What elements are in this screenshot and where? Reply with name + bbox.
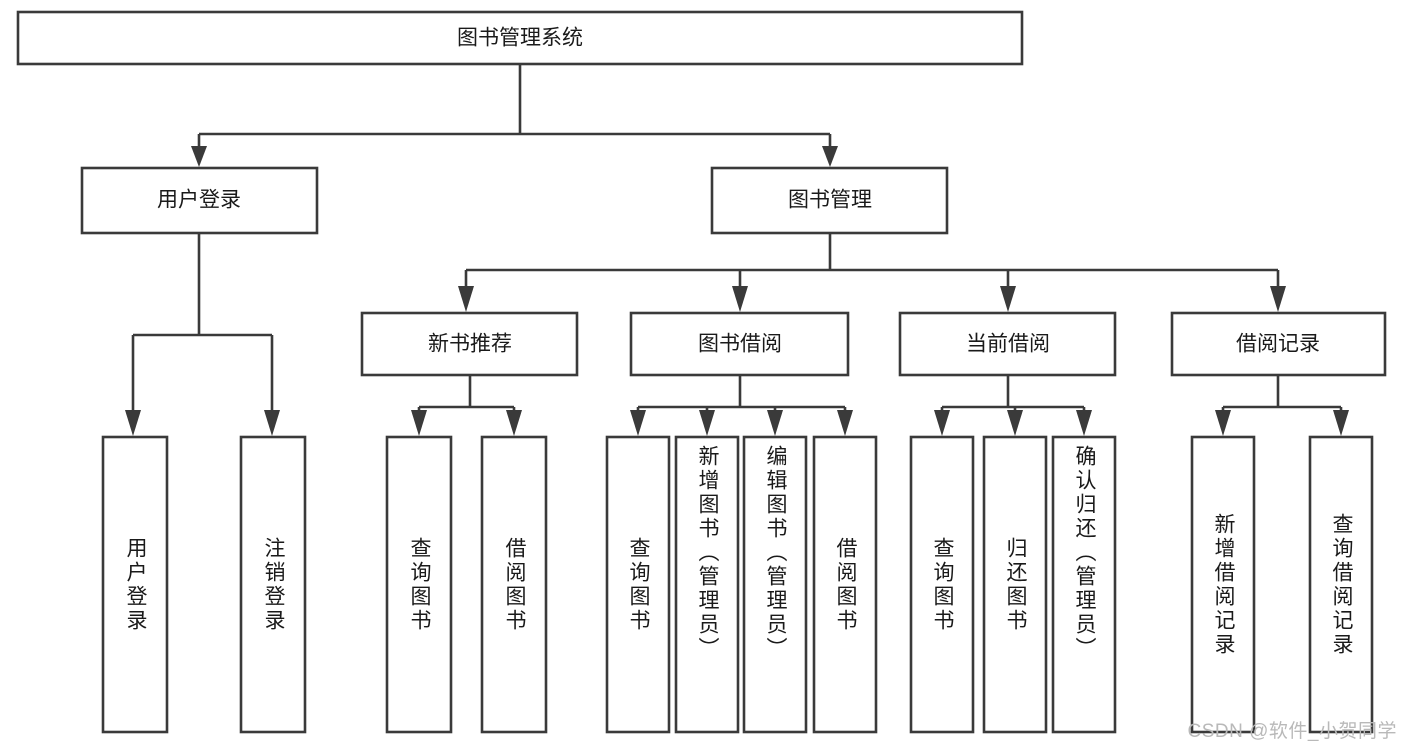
connector-group-current-borrow xyxy=(934,375,1092,436)
node-current-borrow-box[interactable] xyxy=(898,311,1117,377)
arrow-head-leaf-borrow-book xyxy=(837,410,853,436)
node-root-label: 图书管理系统 xyxy=(457,27,583,50)
csdn-watermark: CSDN @软件_小贺同学 xyxy=(1187,721,1397,742)
connector-group-new-book-recommend xyxy=(411,375,522,436)
arrow-head-leaf-query-borrow-record xyxy=(1333,410,1349,436)
leaf-boxes xyxy=(101,435,1374,734)
arrow-head-book-mgmt xyxy=(822,146,838,167)
node-borrow-records-box[interactable] xyxy=(1170,311,1387,377)
node-new-book-recommend-box[interactable] xyxy=(360,311,579,377)
node-book-management-label: 图书管理 xyxy=(788,189,872,212)
arrow-head-leaf-add-book xyxy=(699,410,715,436)
connector-group-borrow-records xyxy=(1215,375,1349,436)
node-book-management[interactable]: 图书管理 xyxy=(710,166,949,235)
arrow-head-user-login xyxy=(191,146,207,167)
node-current-borrow-label: 当前借阅 xyxy=(966,333,1050,356)
arrow-head-leaf-query-book-borrow xyxy=(630,410,646,436)
node-user-login-box[interactable] xyxy=(80,166,319,235)
arrow-head-leaf-confirm-return xyxy=(1076,410,1092,436)
node-book-management-box[interactable] xyxy=(710,166,949,235)
node-new-book-recommend-label: 新书推荐 xyxy=(428,333,512,356)
connector-group-user-login xyxy=(125,233,280,436)
node-root-box[interactable] xyxy=(16,10,1024,66)
arrow-head-leaf-query-book-rec xyxy=(411,410,427,436)
node-leaf-confirm-return-box[interactable] xyxy=(1051,435,1117,734)
node-leaf-add-borrow-record-box[interactable] xyxy=(1190,435,1256,734)
arrow-head-leaf-add-borrow-record xyxy=(1215,410,1231,436)
arrow-head-leaf-borrow-book-rec xyxy=(506,410,522,436)
connector-group-root xyxy=(191,64,838,167)
node-book-borrow[interactable]: 图书借阅 xyxy=(629,311,850,377)
node-leaf-query-book-borrow-box[interactable] xyxy=(605,435,671,734)
node-leaf-query-book-rec-box[interactable] xyxy=(385,435,453,734)
node-leaf-add-book-box[interactable] xyxy=(674,435,740,734)
node-leaf-user-login-box[interactable] xyxy=(101,435,169,734)
node-leaf-borrow-book-box[interactable] xyxy=(812,435,878,734)
node-leaf-user-logout-box[interactable] xyxy=(239,435,307,734)
node-new-book-recommend[interactable]: 新书推荐 xyxy=(360,311,579,377)
node-user-login[interactable]: 用户登录 xyxy=(80,166,319,235)
node-current-borrow[interactable]: 当前借阅 xyxy=(898,311,1117,377)
arrow-head-borrow-records xyxy=(1270,286,1286,312)
arrow-head-current-borrow xyxy=(1000,286,1016,312)
node-book-borrow-box[interactable] xyxy=(629,311,850,377)
arrow-head-new-book-recommend xyxy=(458,286,474,312)
node-leaf-edit-book-box[interactable] xyxy=(742,435,808,734)
arrow-head-leaf-user-logout xyxy=(264,410,280,436)
connector-group-book-borrow xyxy=(630,375,853,436)
node-leaf-query-borrow-record-box[interactable] xyxy=(1308,435,1374,734)
connector-group-book-mgmt xyxy=(458,233,1286,312)
node-borrow-records-label: 借阅记录 xyxy=(1236,333,1320,356)
arrow-head-leaf-edit-book xyxy=(767,410,783,436)
node-borrow-records[interactable]: 借阅记录 xyxy=(1170,311,1387,377)
node-leaf-query-book-current-box[interactable] xyxy=(909,435,975,734)
arrow-head-leaf-user-login xyxy=(125,410,141,436)
arrow-head-book-borrow xyxy=(732,286,748,312)
node-book-borrow-label: 图书借阅 xyxy=(698,333,782,356)
arrow-head-leaf-query-book-current xyxy=(934,410,950,436)
node-root[interactable]: 图书管理系统 xyxy=(16,10,1024,66)
arrow-head-leaf-return-book xyxy=(1007,410,1023,436)
node-leaf-borrow-book-rec-box[interactable] xyxy=(480,435,548,734)
node-leaf-return-book-box[interactable] xyxy=(982,435,1048,734)
node-user-login-label: 用户登录 xyxy=(157,189,241,212)
